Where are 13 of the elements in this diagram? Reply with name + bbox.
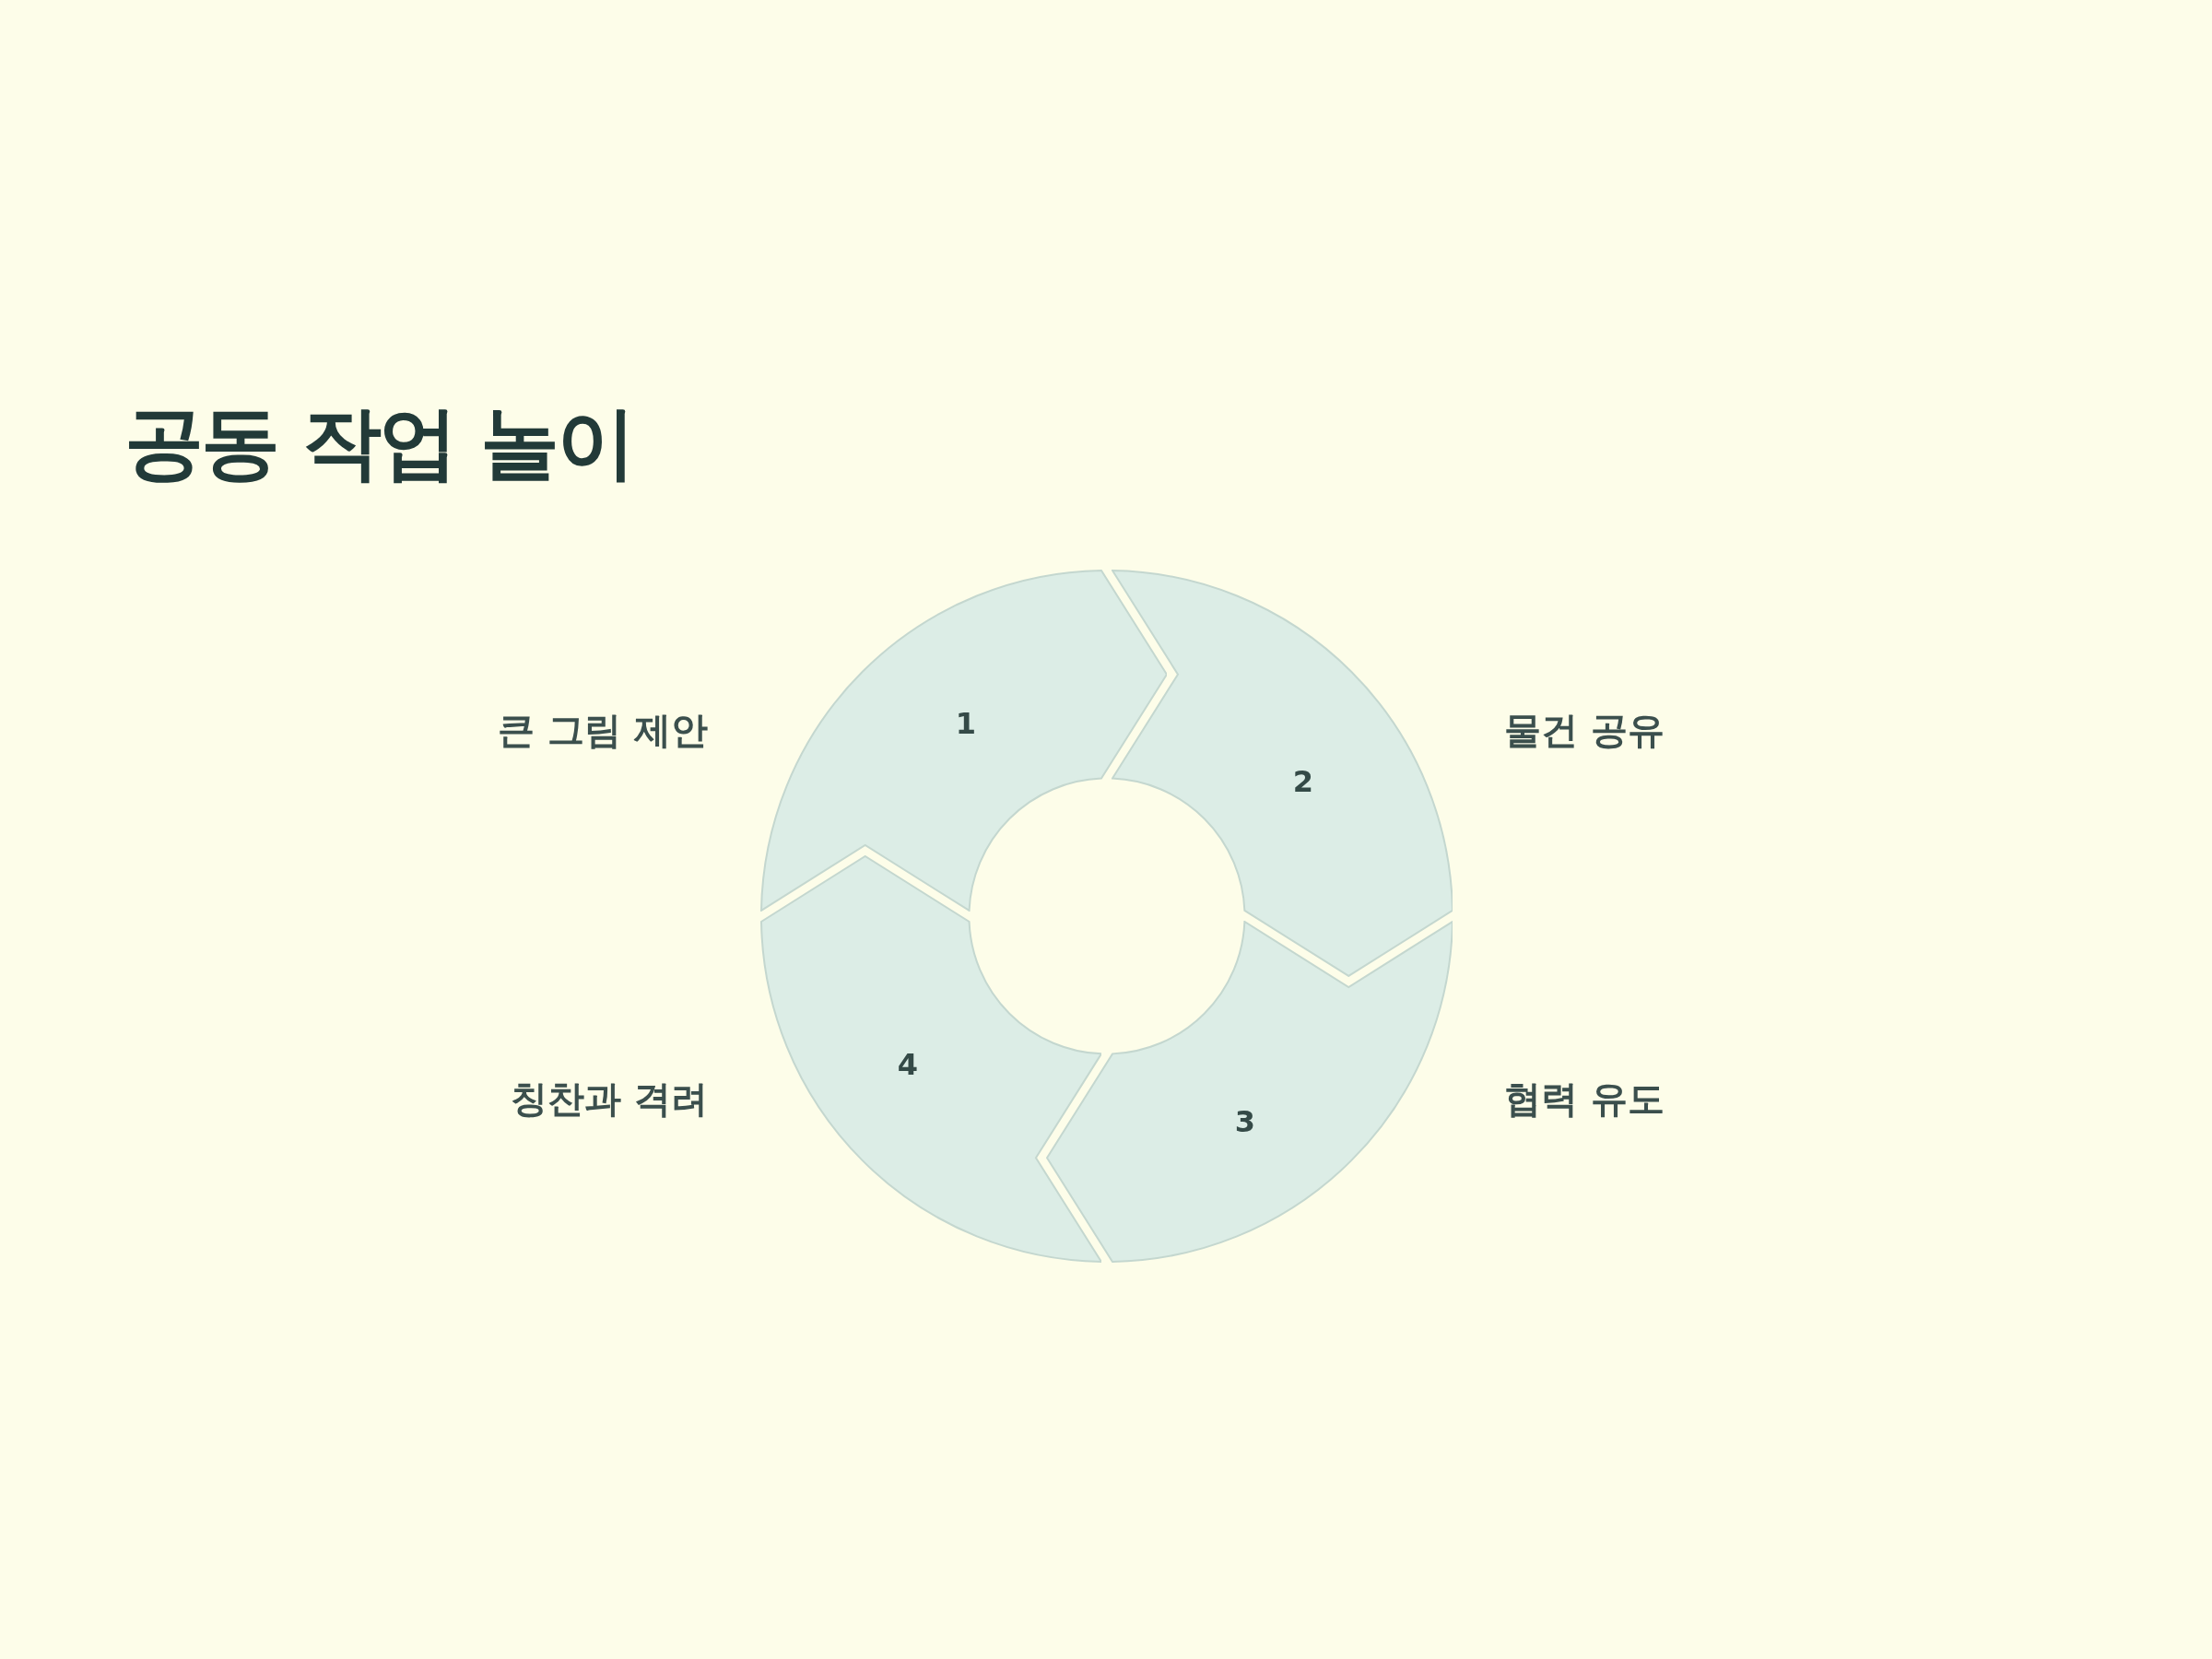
step-number: 3 — [1234, 1107, 1256, 1136]
step-label: 물건 공유 — [1504, 708, 1665, 752]
step-number: 4 — [897, 1050, 919, 1079]
step-number: 1 — [955, 709, 977, 738]
arrow-segment — [1111, 570, 1453, 977]
arrow-segment — [759, 570, 1168, 912]
step-label: 칭찬과 격려 — [511, 1077, 708, 1121]
arrow-segment — [1045, 921, 1453, 1263]
step-label: 큰 그림 제안 — [498, 708, 708, 752]
title: 공동 작업 놀이 — [124, 395, 633, 490]
step-label: 협력 유도 — [1504, 1077, 1665, 1121]
step-number: 2 — [1292, 767, 1314, 796]
arrow-segment — [759, 855, 1102, 1263]
